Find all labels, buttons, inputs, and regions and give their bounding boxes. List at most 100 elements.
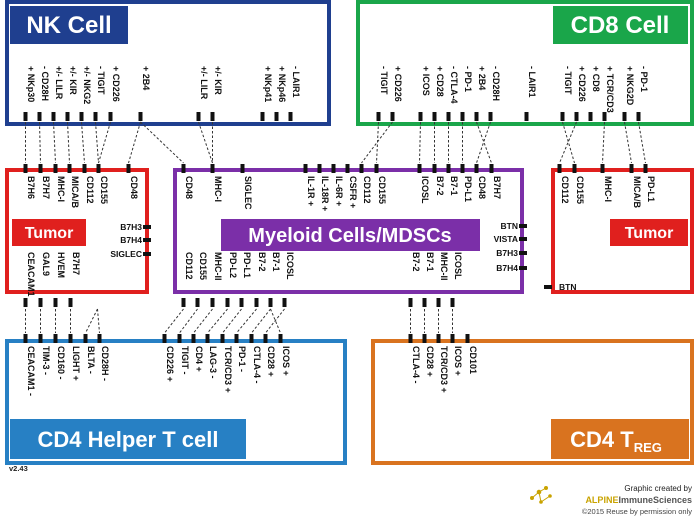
alpine-logo-icon xyxy=(530,486,552,504)
connector-line xyxy=(179,308,198,334)
cd4-helper-receptor-tick xyxy=(38,334,43,343)
myeloid-side-ligand-tick xyxy=(519,251,527,255)
cd4-treg-receptor-label: CD101 xyxy=(468,346,478,374)
myeloid-ligand-label: CD48 xyxy=(477,176,487,199)
cd4-helper-receptor-label: CEACAM1 - xyxy=(26,346,36,396)
cd8-receptor-label: - CD28H xyxy=(491,66,501,101)
connector-line xyxy=(81,121,85,164)
connector-line xyxy=(265,308,285,334)
cd4-treg-receptor-tick xyxy=(436,334,441,343)
nk-receptor-label: +/- KIR xyxy=(68,66,78,95)
cd4-helper-receptor-tick xyxy=(97,334,102,343)
connector-line xyxy=(624,121,632,164)
tumor-left-ligand-label: HVEM xyxy=(56,252,66,278)
tumor-left-side-ligand-label: B7H3 xyxy=(120,222,142,232)
myeloid-ligand-tick xyxy=(422,298,427,307)
myeloid-ligand-tick xyxy=(450,298,455,307)
myeloid-side-ligand-tick xyxy=(519,237,527,241)
cd4-helper-receptor-label: CD28H - xyxy=(100,346,110,381)
cd4-helper-receptor-label: CD226 + xyxy=(165,346,175,382)
company-name-a: ALPINE xyxy=(585,495,618,505)
receptor-ticks xyxy=(23,112,648,343)
cd4-helper-receptor-tick xyxy=(249,334,254,343)
myeloid-ligand-label: B7-2 xyxy=(411,252,421,272)
myeloid-ligand-tick xyxy=(268,298,273,307)
cd4-helper-receptor-label: CD28 + xyxy=(266,346,276,377)
cd4-helper-receptor-tick xyxy=(162,334,167,343)
cd8-receptor-tick xyxy=(574,112,579,121)
tumor-right-ligand-label: CD112 xyxy=(560,176,570,204)
myeloid-ligand-label: B7-2 xyxy=(435,176,445,196)
nk-receptor-label: + NKp30 xyxy=(26,66,36,102)
cd8-receptor-label: - TIGIT xyxy=(379,66,389,95)
connector-line xyxy=(361,121,393,164)
nk-receptor-label: +/- LILR xyxy=(54,66,64,100)
cd8-receptor-tick xyxy=(588,112,593,121)
tumor-left-side-ligand-label: SIGLEC xyxy=(110,249,142,259)
cd4-treg-title-main: CD4 T xyxy=(570,427,634,452)
cd8-receptor-label: + NKG2D xyxy=(625,66,635,106)
cd4-helper-receptor-label: CD160 - xyxy=(56,346,66,380)
tumor-right-btn-tick xyxy=(544,285,552,289)
cd4-helper-receptor-label: BLTA - xyxy=(86,346,96,374)
myeloid-ligand-tick xyxy=(282,298,287,307)
cd4-helper-receptor-label: CD4 + xyxy=(194,346,204,372)
cd4-treg-receptor-tick xyxy=(465,334,470,343)
cd4-helper-receptor-tick xyxy=(53,334,58,343)
tumor-left-ligand-label: B7H7 xyxy=(41,176,51,199)
myeloid-ligand-tick xyxy=(474,164,479,173)
connector-line xyxy=(602,121,605,164)
tumor-right-ligand-label: MHC-I xyxy=(603,176,613,202)
receptor-labels: + NKp30- CD28H+/- LILR+/- KIR+/- NKG2- T… xyxy=(26,66,656,396)
cd8-cell-box xyxy=(356,0,694,126)
cd4-helper-receptor-label: CTLA-4 - xyxy=(252,346,262,384)
cd4-treg-title: CD4 TREG xyxy=(570,427,662,455)
myeloid-title: Myeloid Cells/MDSCs xyxy=(248,225,451,247)
nk-receptor-tick xyxy=(65,112,70,121)
myeloid-ligand-label: IL-6R + xyxy=(334,176,344,206)
nk-receptor-tick xyxy=(37,112,42,121)
myeloid-ligand-label: B7-2 xyxy=(257,252,267,272)
cd8-receptor-tick xyxy=(446,112,451,121)
cd8-receptor-tick xyxy=(524,112,529,121)
tumor-right-ligand-tick xyxy=(629,164,634,173)
myeloid-ligand-tick xyxy=(436,298,441,307)
connector-line xyxy=(198,121,213,164)
myeloid-title-banner xyxy=(221,219,480,251)
myeloid-ligand-label: CD112 xyxy=(362,176,372,204)
cd8-receptor-label: - PD-1 xyxy=(639,66,649,92)
myeloid-ligand-label: PD-L2 xyxy=(228,252,238,278)
nk-receptor-label: - LAIR1 xyxy=(291,66,301,98)
cd4-helper-receptor-tick xyxy=(220,334,225,343)
myeloid-side-ligand-label: VISTA xyxy=(494,234,518,244)
cd4-treg-receptor-label: TCR/CD3 + xyxy=(439,346,449,393)
nk-receptor-tick xyxy=(23,112,28,121)
connector-line xyxy=(128,121,141,164)
connector-line xyxy=(164,308,184,334)
cd4-treg-box xyxy=(371,339,694,465)
connector-line xyxy=(67,121,70,164)
nk-receptor-tick xyxy=(138,112,143,121)
cd8-title: CD8 Cell xyxy=(571,12,670,39)
version-label: v2.43 xyxy=(9,464,28,473)
myeloid-ligand-tick xyxy=(181,298,186,307)
tumor-left-ligand-label: MICA/B xyxy=(70,176,80,208)
cd4-helper-receptor-label: TIM-3 - xyxy=(41,346,51,375)
tumor-left-ligand-tick xyxy=(53,164,58,173)
tumor-left-title-banner xyxy=(12,219,86,246)
tumor-left-ligand-label: CD48 xyxy=(129,176,139,199)
nk-receptor-label: + NKp46 xyxy=(277,66,287,102)
myeloid-ligand-label: MHC-II xyxy=(213,252,223,281)
myeloid-ligand-tick xyxy=(225,298,230,307)
myeloid-ligand-tick xyxy=(254,298,259,307)
nk-cell-box xyxy=(5,0,331,126)
connector-line xyxy=(236,308,257,334)
tumor-right-ligand-tick xyxy=(557,164,562,173)
connector-line xyxy=(97,308,100,334)
tumor-left-side-ligand-tick xyxy=(143,225,151,229)
myeloid-ligand-tick xyxy=(460,164,465,173)
myeloid-ligand-tick xyxy=(195,298,200,307)
myeloid-ligand-label: IL-1R + xyxy=(306,176,316,206)
tumor-left-ligand-tick xyxy=(82,164,87,173)
